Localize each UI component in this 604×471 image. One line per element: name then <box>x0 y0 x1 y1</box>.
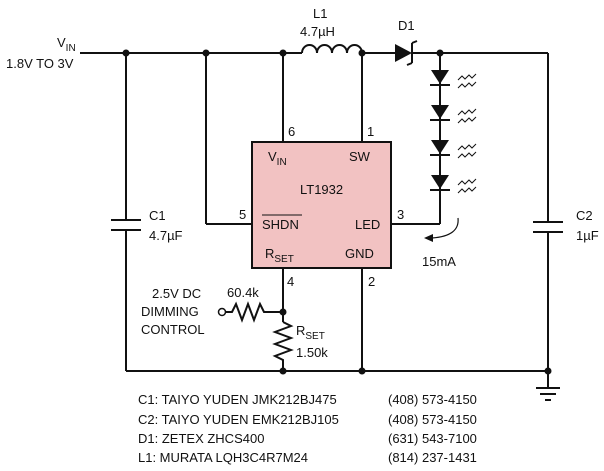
led-3-symbol <box>431 140 449 154</box>
rset-resistor-value: 1.50k <box>296 345 328 360</box>
capacitor-c2-value: 1µF <box>576 228 599 243</box>
bill-of-materials: C1: TAIYO YUDEN JMK212BJ475 (408) 573-41… <box>138 392 477 465</box>
dimming-line-2: DIMMING <box>141 304 199 319</box>
capacitor-c1-ref: C1 <box>149 208 166 223</box>
junction-dot <box>122 49 130 57</box>
led-light-emission-icon <box>457 73 477 194</box>
pin-number-3: 3 <box>397 207 404 222</box>
bom-phone: (408) 573-4150 <box>388 392 477 407</box>
junction-dot <box>358 49 366 57</box>
bom-part: C1: TAIYO YUDEN JMK212BJ475 <box>138 392 337 407</box>
current-arrow-icon <box>424 217 459 242</box>
vin-input-label: VIN <box>57 35 76 54</box>
rset-resistor-label: RSET <box>296 323 325 342</box>
rset-resistor-symbol <box>272 321 294 371</box>
pin-number-1: 1 <box>367 124 374 139</box>
pin-number-6: 6 <box>288 124 295 139</box>
diode-d1-ref: D1 <box>398 18 415 33</box>
ic-pin-vin-label: VIN <box>268 149 287 168</box>
junction-dot <box>358 367 366 375</box>
junction-dot <box>202 49 210 57</box>
inductor-l1-symbol <box>301 44 363 54</box>
led-2-symbol <box>431 105 449 119</box>
pin-number-4: 4 <box>287 274 294 289</box>
ic-part-name: LT1932 <box>300 182 343 197</box>
input-rail-wires <box>80 52 302 225</box>
bom-phone: (631) 543-7100 <box>388 431 477 446</box>
bom-part: L1: MURATA LQH3C4R7M24 <box>138 450 308 465</box>
vin-range-label: 1.8V TO 3V <box>6 56 74 71</box>
ic-pin-sw-label: SW <box>349 149 371 164</box>
dimming-resistor-value: 60.4k <box>227 285 259 300</box>
ic-pin-led-label: LED <box>355 217 380 232</box>
junction-dot <box>279 49 287 57</box>
bom-phone: (408) 573-4150 <box>388 412 477 427</box>
capacitor-c1-value: 4.7µF <box>149 228 183 243</box>
capacitor-c2-ref: C2 <box>576 208 593 223</box>
junction-dot <box>279 367 287 375</box>
junction-dot <box>436 49 444 57</box>
dimming-input-terminal <box>217 307 227 317</box>
bom-part: C2: TAIYO YUDEN EMK212BJ105 <box>138 412 339 427</box>
pin-number-5: 5 <box>239 207 246 222</box>
inductor-l1-ref: L1 <box>313 6 327 21</box>
dimming-resistor-symbol <box>226 301 283 323</box>
led-1-symbol <box>431 70 449 84</box>
led-current-label: 15mA <box>422 254 456 269</box>
pin-number-2: 2 <box>368 274 375 289</box>
capacitor-c2-symbol <box>533 221 563 371</box>
ic-pin-rset-label: RSET <box>265 246 294 265</box>
led-string <box>430 70 450 224</box>
schottky-diode-d1 <box>395 40 418 66</box>
output-rail-wires <box>412 52 549 222</box>
led-4-symbol <box>431 175 449 189</box>
dimming-line-3: CONTROL <box>141 322 205 337</box>
bom-part: D1: ZETEX ZHCS400 <box>138 431 264 446</box>
ground-icon <box>536 371 560 401</box>
ic-pin-shdn-label: SHDN <box>262 217 299 232</box>
bom-phone: (814) 237-1431 <box>388 450 477 465</box>
sw-node-wires <box>361 52 395 142</box>
lt1932-ic-body <box>251 141 392 269</box>
dimming-line-1: 2.5V DC <box>152 286 201 301</box>
inductor-l1-value: 4.7µH <box>300 24 335 39</box>
ic-pin-gnd-label: GND <box>345 246 374 261</box>
capacitor-c1-symbol <box>111 219 141 371</box>
